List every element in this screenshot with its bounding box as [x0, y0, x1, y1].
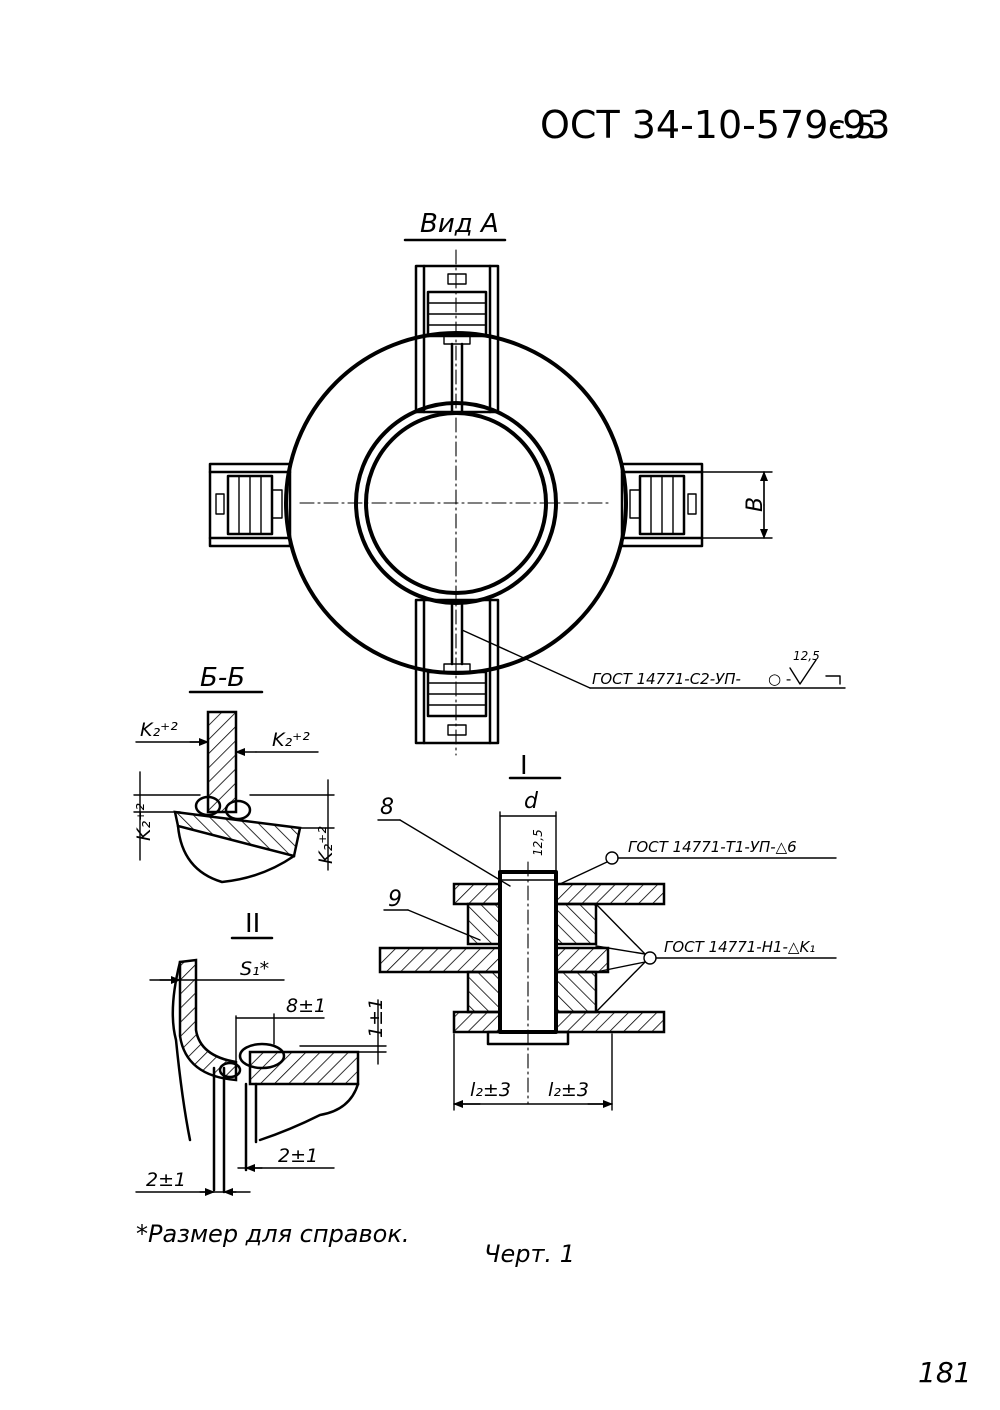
detail-i: I d 12,5 8 9: [377, 751, 837, 1111]
weld-note-detail-i-2: ГОСТ 14771-Н1-△K₁: [664, 938, 815, 956]
position-8-label: 8: [380, 795, 394, 820]
k2-dim-top-left: K₂⁺²: [140, 719, 178, 741]
dimension-b: В: [701, 471, 773, 539]
bottom-support: [414, 598, 500, 745]
left-support: [208, 462, 292, 548]
weld-note-detail-i-1: ГОСТ 14771-Т1-УП-△6: [628, 838, 797, 856]
roughness-detail-i: 12,5: [531, 829, 545, 856]
k2-dim-left: K₂⁺²: [133, 803, 155, 841]
dimension-1: 1±1: [365, 998, 387, 1038]
document-number: ОСТ 34-10-579-93: [540, 103, 890, 147]
page-reference: с.5: [828, 108, 876, 146]
right-support: [620, 462, 704, 548]
dimension-2-right: 2±1: [278, 1145, 318, 1167]
top-support: [414, 264, 500, 414]
weld-note-view-a: ГОСТ 14771-С2-УП-: [592, 670, 741, 688]
detail-ii: II S₁* 8±1 1±1 2±1: [135, 909, 387, 1196]
section-bb: Б-Б K₂⁺² K₂⁺² K₂⁺² K₂⁺²: [133, 663, 337, 884]
footnote-reference-size: *Размер для справок.: [136, 1220, 409, 1248]
page-number: 181: [918, 1356, 971, 1389]
dimension-l2-right: l₂±3: [548, 1079, 589, 1101]
dimension-b-label: В: [743, 497, 768, 512]
dimension-8: 8±1: [286, 995, 326, 1017]
dimension-2-left: 2±1: [146, 1169, 186, 1191]
weld-callout-view-a: ГОСТ 14771-С2-УП- ○ - 12,5: [461, 629, 846, 689]
dimension-d: d: [524, 789, 539, 814]
position-9-label: 9: [388, 887, 402, 912]
svg-text:○ -: ○ -: [768, 670, 791, 688]
drawing-caption: Черт. 1: [484, 1240, 575, 1268]
section-bb-title: Б-Б: [200, 663, 245, 693]
dimension-l2-left: l₂±3: [470, 1079, 511, 1101]
view-a: Вид А: [208, 209, 846, 756]
roughness-view-a: 12,5: [793, 649, 820, 663]
detail-ii-title: II: [245, 909, 260, 939]
dimension-s1: S₁*: [240, 958, 269, 980]
k2-dim-right: K₂⁺²: [315, 826, 337, 864]
view-a-title: Вид А: [420, 209, 499, 239]
k2-dim-top-right: K₂⁺²: [272, 729, 310, 751]
detail-i-title: I: [520, 751, 528, 781]
